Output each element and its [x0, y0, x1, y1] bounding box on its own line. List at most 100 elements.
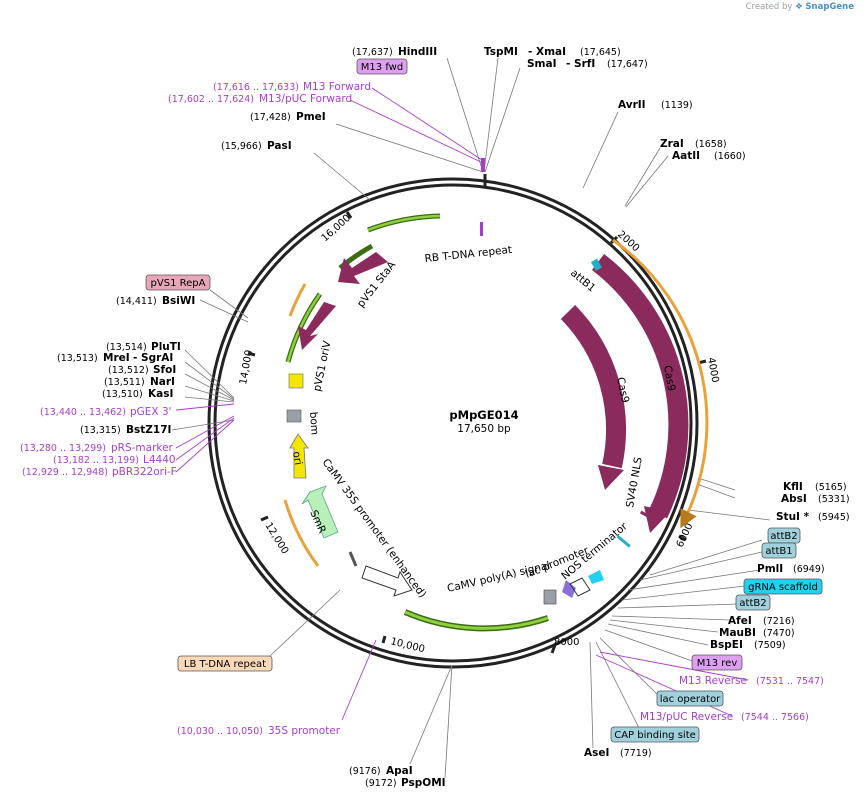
tag-attb2b: attB2: [735, 594, 771, 611]
tick-14000: 14,000: [238, 349, 255, 385]
tick-4000: 4000: [705, 357, 720, 384]
lac-promoter-mark: [569, 577, 591, 597]
avrii-name: AvrII: [618, 99, 646, 111]
rb-repeat-mark: [480, 222, 483, 236]
tag-attb1-label: attB1: [765, 546, 792, 557]
plasmid-size: 17,650 bp: [457, 423, 511, 435]
credit-brand: SnapGene: [805, 2, 854, 12]
bom-label: bom: [307, 411, 321, 435]
stui-pos: (5945): [818, 512, 850, 523]
bstz-name: BstZ17I: [126, 424, 171, 436]
bstz-pos: (13,315): [80, 425, 121, 436]
green-arc-top: [367, 213, 441, 233]
pasi-name: PasI: [267, 140, 292, 152]
apai-name: ApaI: [386, 765, 413, 777]
zrai-pos: (1658): [695, 139, 727, 150]
snapgene-logo-icon: ❖: [795, 2, 803, 12]
apai-pos: (9176): [349, 766, 381, 777]
m13puc-pos: (17,602 .. 17,624): [168, 94, 254, 105]
tag-lb: LB T-DNA repeat: [177, 655, 273, 672]
aatii-name: AatII: [672, 150, 700, 162]
attb1-mark: [590, 258, 602, 271]
tag-repa: pVS1 RepA: [145, 274, 211, 291]
pluti-pos: (13,514): [106, 342, 147, 353]
attb2-mark: [616, 535, 631, 548]
cas9-inner-arc: [560, 305, 626, 469]
avrii-pos: (1139): [661, 100, 693, 111]
site-leaders: [171, 57, 771, 779]
nari-pos: (13,511): [104, 377, 145, 388]
hindiii-name: HindIII: [398, 46, 437, 58]
staa-arrow: [338, 252, 388, 284]
kasi-name: KasI: [148, 388, 173, 400]
tick-12000: 12,000: [262, 521, 290, 557]
pgex-name: pGEX 3': [130, 406, 172, 418]
afei-name: AfeI: [728, 615, 752, 627]
pgex-pos: (13,440 .. 13,462): [40, 407, 126, 418]
p35s-arrow: [361, 565, 413, 597]
cas9-orange-arc: [612, 238, 709, 529]
m13f-name: M13 Forward: [303, 81, 371, 93]
tag-attb2a: attB2: [767, 527, 801, 544]
m13puc-name: M13/pUC Forward: [259, 93, 352, 105]
snapgene-credit: Created by ❖ SnapGene: [746, 2, 854, 12]
tag-attb2b-label: attB2: [739, 598, 766, 609]
polya-box: [543, 589, 557, 605]
absi-name: AbsI: [781, 493, 807, 505]
prs-pos: (13,280 .. 13,299): [20, 443, 106, 454]
pmli-pos: (6949): [793, 564, 825, 575]
credit-prefix: Created by: [745, 2, 793, 12]
bspei-name: BspEI: [710, 639, 743, 651]
cas9-outer-arrowhead: [644, 506, 670, 533]
kasi-pos: (13,510): [102, 389, 143, 400]
prs-name: pRS-marker: [111, 442, 174, 454]
bspei-pos: (7509): [754, 640, 786, 651]
tick-8000: 8000: [554, 637, 579, 648]
tspmi-pos: (17,645): [580, 47, 621, 58]
sv40-mark: [639, 510, 654, 521]
asei-pos: (7719): [620, 748, 652, 759]
p35s-primer-pos: (10,030 .. 10,050): [177, 726, 263, 737]
nos-mark: [562, 580, 576, 598]
pspomi-pos: (9172): [365, 778, 397, 789]
pbr-name: pBR322ori-F: [112, 466, 177, 478]
m13-forward-primer-mark: [481, 158, 485, 172]
mrei-pos: (13,513): [57, 353, 98, 364]
ori-label: ori: [290, 450, 304, 466]
sfoi-pos: (13,512): [108, 365, 149, 376]
smr-arrow: [301, 485, 339, 539]
pasi-pos: (15,966): [221, 141, 262, 152]
tick-6000: 6000: [675, 522, 696, 550]
tick-16000: 16,000: [320, 213, 353, 245]
m13pucr-pos: (7544 .. 7566): [741, 712, 809, 723]
attb1-feature-label: attB1: [568, 267, 598, 295]
m13r-name: M13 Reverse: [679, 675, 747, 687]
cas9-outer-label: Cas9: [661, 364, 677, 392]
m13r-pos: (7531 .. 7547): [756, 676, 824, 687]
backbone-outer: [207, 177, 699, 669]
tspmi-name: TspMI: [484, 46, 518, 58]
tag-m13rev-label: M13 rev: [697, 658, 738, 669]
rb-label: RB T-DNA repeat: [424, 244, 513, 265]
maubi-pos: (7470): [763, 628, 795, 639]
sgrai-name: - SgrAI: [133, 352, 173, 364]
pluti-name: PluTI: [151, 341, 181, 353]
plasmid-name: pMpGE014: [449, 408, 518, 422]
pbr-pos: (12,929 .. 12,948): [22, 467, 108, 478]
tag-attb2a-label: attB2: [770, 531, 797, 542]
pmei-pos: (17,428): [250, 112, 291, 123]
tag-attb1: attB1: [761, 542, 797, 559]
cas9-outer-arc: [591, 254, 689, 519]
tag-m13rev: M13 rev: [691, 654, 743, 671]
bsiwi-pos: (14,411): [116, 296, 157, 307]
tag-grna-label: gRNA scaffold: [748, 582, 818, 593]
mrei-name: MreI: [103, 352, 130, 364]
kfli-name: KflI: [783, 481, 803, 493]
tag-cap-label: CAP binding site: [614, 730, 696, 741]
cas9-inner-label: Cas9: [614, 376, 631, 404]
tag-cap: CAP binding site: [610, 726, 700, 743]
xmai-name: - XmaI: [528, 46, 566, 58]
asei-name: AseI: [584, 747, 609, 759]
smai-pos: (17,647): [607, 59, 648, 70]
